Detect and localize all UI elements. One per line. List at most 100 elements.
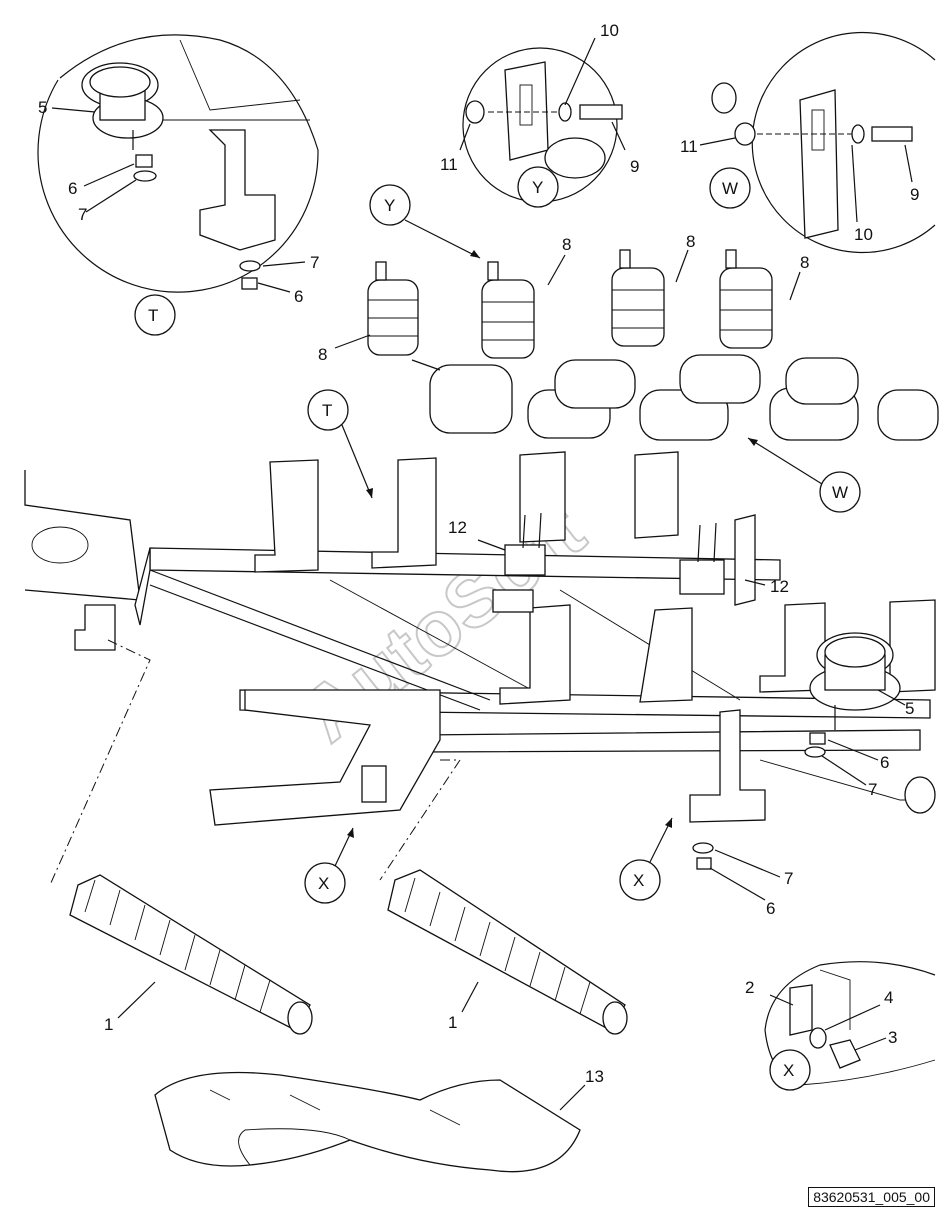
- washer-right-lower: [692, 842, 714, 854]
- callout-8-a: 8: [318, 345, 327, 364]
- svg-text:Y: Y: [532, 178, 543, 197]
- detail-t: 5 6 7 7 6 T: [37, 34, 319, 336]
- upright-bracket-7: [759, 602, 826, 693]
- nut-w: [734, 122, 756, 146]
- roller-8-e: [429, 364, 513, 434]
- callout-11-y: 11: [440, 155, 458, 174]
- roller-8-d: [719, 267, 773, 349]
- roller-8-b: [481, 279, 535, 359]
- nut-t-lower: [241, 277, 258, 290]
- bolt-w: [871, 126, 913, 142]
- washer-w: [851, 124, 865, 144]
- callout-10-y: 10: [600, 21, 619, 40]
- callout-6-right: 6: [880, 753, 889, 772]
- lower-plate: [209, 689, 441, 826]
- view-marker-x-right: [619, 859, 661, 901]
- washer-right-upper: [804, 746, 826, 758]
- view-marker-w: [819, 471, 861, 513]
- callout-1-left: 1: [104, 1015, 113, 1034]
- bracket-right: [689, 709, 766, 823]
- callout-9-y: 9: [630, 157, 639, 176]
- detail-x: 2 4 3 X: [745, 961, 936, 1091]
- upright-bracket-4: [634, 451, 679, 539]
- upright-bracket-3: [519, 451, 566, 543]
- bolt-y: [579, 104, 623, 120]
- svg-text:W: W: [832, 483, 848, 502]
- frame-left-plate: [24, 470, 141, 601]
- callout-12-a: 12: [448, 518, 467, 537]
- rollers-1: 1 1: [69, 869, 628, 1035]
- belt-13: 13: [154, 1067, 604, 1173]
- svg-text:W: W: [722, 179, 738, 198]
- drawing-code: 83620531_005_00: [808, 1187, 935, 1207]
- callout-5-right: 5: [905, 699, 914, 718]
- belt: [154, 1071, 581, 1173]
- nut-y: [465, 100, 485, 124]
- detail-w: 11 10 9 W: [680, 31, 936, 254]
- view-marker-y-detail: [517, 166, 559, 208]
- upper-rollers: 8 8 8 8 Y T W: [307, 184, 939, 513]
- washer-t-lower: [239, 260, 261, 272]
- callout-8-d: 8: [800, 253, 809, 272]
- bolt-x: [829, 1039, 861, 1069]
- callout-8-b: 8: [562, 235, 571, 254]
- view-marker-w-detail: [709, 167, 751, 209]
- view-marker-t-detail: [134, 294, 176, 336]
- detail-t-circle: [37, 79, 319, 293]
- view-marker-x-left: [304, 862, 346, 904]
- callout-6-right-lower: 6: [766, 899, 775, 918]
- upright-bracket-6: [639, 607, 693, 703]
- nut-right-upper: [809, 732, 826, 745]
- callout-5-t: 5: [38, 98, 47, 117]
- washer-x: [809, 1027, 827, 1049]
- callout-9-w: 9: [910, 185, 919, 204]
- svg-text:Y: Y: [384, 196, 395, 215]
- callout-13: 13: [585, 1067, 604, 1086]
- upright-bracket-8: [889, 599, 936, 693]
- callout-7-right: 7: [868, 780, 877, 799]
- callout-10-w: 10: [854, 225, 873, 244]
- roller-8-a: [367, 279, 419, 356]
- roller-1-right: [387, 869, 626, 1031]
- view-marker-y: [369, 184, 411, 226]
- roller-end-w: [711, 82, 737, 114]
- view-marker-t: [307, 389, 349, 431]
- detail-w-circle: [751, 31, 936, 254]
- detail-y: 10 9 11 Y: [440, 21, 639, 208]
- bracket-y: [504, 61, 549, 161]
- bracket-t: [199, 129, 276, 251]
- upright-bracket-1: [254, 459, 319, 573]
- callout-3: 3: [888, 1028, 897, 1047]
- nut-t-upper: [135, 154, 153, 168]
- svg-text:X: X: [783, 1061, 794, 1080]
- svg-text:X: X: [633, 871, 644, 890]
- callout-6-t-lower: 6: [294, 287, 303, 306]
- callout-8-c: 8: [686, 232, 695, 251]
- view-marker-x-detail: [769, 1049, 811, 1091]
- roller-8-c: [611, 267, 665, 347]
- bracket-x: [789, 984, 813, 1036]
- callout-12-b: 12: [770, 577, 789, 596]
- washer-t-upper: [133, 170, 157, 182]
- main-frame: 12 12 5 6 7 7 6 X X: [24, 451, 936, 918]
- callout-7-right-lower: 7: [784, 869, 793, 888]
- svg-text:T: T: [148, 306, 158, 325]
- clamp-12-a: [504, 544, 546, 576]
- callout-4: 4: [884, 988, 893, 1007]
- bracket-w: [799, 89, 839, 239]
- washer-y: [558, 102, 572, 122]
- svg-text:T: T: [322, 401, 332, 420]
- callout-11-w: 11: [680, 137, 698, 156]
- svg-text:X: X: [318, 874, 329, 893]
- nut-right-lower: [696, 857, 712, 870]
- callout-6-t: 6: [68, 179, 77, 198]
- callout-2: 2: [745, 978, 754, 997]
- callout-7-t: 7: [78, 205, 87, 224]
- roller-end-y: [544, 137, 606, 179]
- upright-bracket-5: [499, 604, 571, 705]
- callout-1-right: 1: [448, 1013, 457, 1032]
- callout-7-t-lower: 7: [310, 253, 319, 272]
- clamp-12-b: [679, 559, 725, 595]
